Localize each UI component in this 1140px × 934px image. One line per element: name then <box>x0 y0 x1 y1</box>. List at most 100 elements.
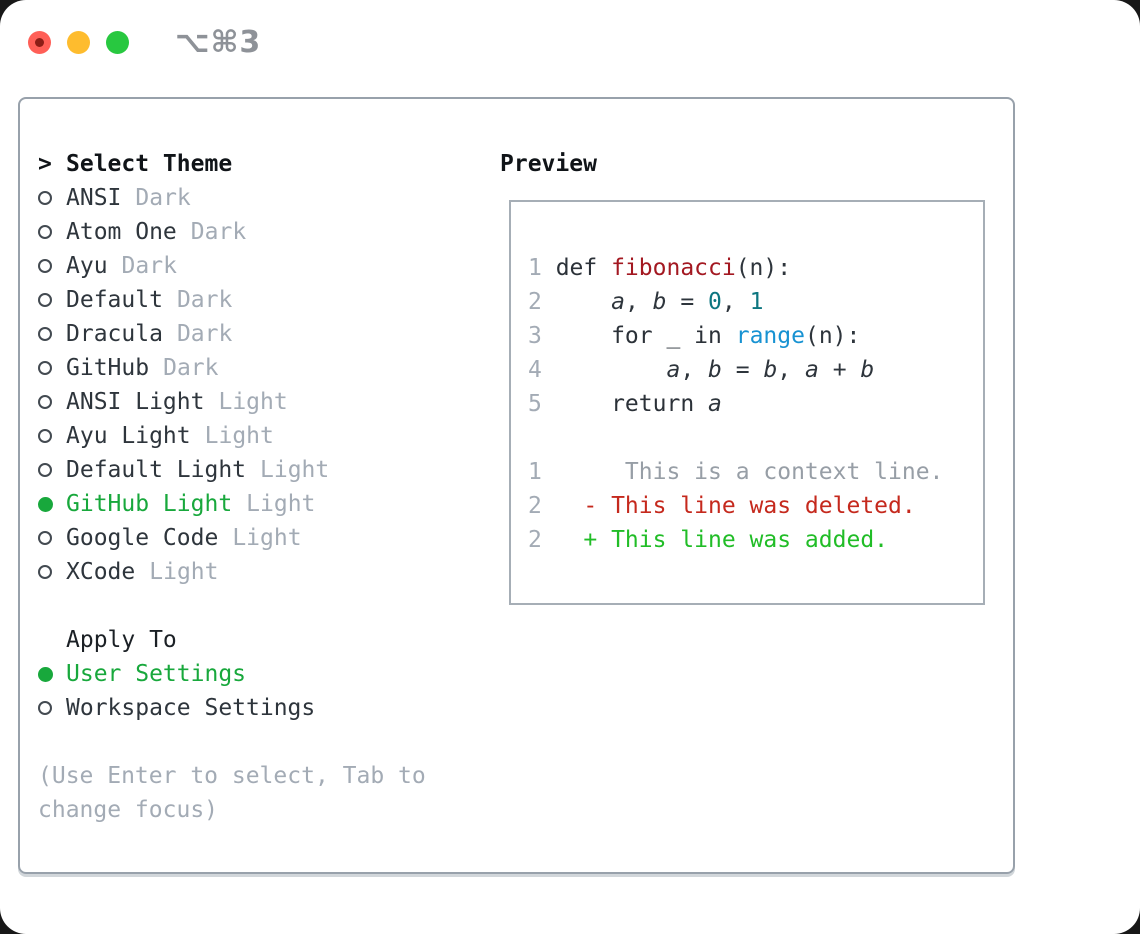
token-kw: def <box>555 255 612 281</box>
radio-icon <box>38 293 52 307</box>
token-var: a <box>611 289 625 315</box>
maximize-button[interactable] <box>106 31 129 54</box>
radio-cell <box>38 666 66 682</box>
theme-variant-label: Light <box>149 559 219 585</box>
radio-icon <box>38 191 52 205</box>
theme-name: Google Code <box>66 525 219 551</box>
theme-name: Default <box>66 287 163 313</box>
hint-line-1: (Use Enter to select, Tab to <box>38 763 426 789</box>
line-content: for _ in range(n): <box>556 323 861 349</box>
token-muted: This is a context line. <box>555 459 944 485</box>
line-number: 2 <box>528 493 542 519</box>
token-del: - This line was deleted. <box>555 493 916 519</box>
radio-cell <box>38 531 66 545</box>
token-kw: in <box>694 323 736 349</box>
code-line: 2 a, b = 0, 1 <box>528 285 983 319</box>
code-line: 2 - This line was deleted. <box>528 489 983 523</box>
cursor-prompt-icon: > <box>38 151 52 177</box>
theme-option-default[interactable]: Default Dark <box>38 283 500 317</box>
line-number: 3 <box>528 323 542 349</box>
line-number: 5 <box>528 391 542 417</box>
theme-option-atom-one[interactable]: Atom One Dark <box>38 215 500 249</box>
line-number: 2 <box>528 527 542 553</box>
radio-icon <box>38 531 52 545</box>
token-builtin: range <box>735 323 805 349</box>
line-number: 2 <box>528 289 542 315</box>
minimize-button[interactable] <box>67 31 90 54</box>
theme-variant-label: Dark <box>176 321 233 347</box>
radio-cell <box>38 463 66 477</box>
token-add: + This line was added. <box>555 527 889 553</box>
theme-name: Atom One <box>66 219 177 245</box>
token-plain: = <box>721 357 764 383</box>
theme-option-google-code[interactable]: Google Code Light <box>38 521 500 555</box>
apply-option-workspace-settings[interactable]: Workspace Settings <box>38 691 500 725</box>
preview-header: Preview <box>500 147 995 181</box>
theme-name: GitHub Light <box>66 491 233 517</box>
token-plain: , <box>777 357 805 383</box>
titlebar: ⌥⌘3 <box>28 25 261 60</box>
close-button[interactable] <box>28 31 51 54</box>
hint-text: (Use Enter to select, Tab to change focu… <box>38 759 500 827</box>
select-theme-header: > Select Theme <box>38 147 500 181</box>
token-plain: , <box>624 289 653 315</box>
code-line: 2 + This line was added. <box>528 523 983 557</box>
line-content: a, b = 0, 1 <box>556 289 763 315</box>
theme-name: XCode <box>66 559 136 585</box>
theme-name: ANSI <box>66 185 122 211</box>
token-plain: , <box>680 357 709 383</box>
token-plain: + <box>818 357 861 383</box>
line-number: 1 <box>528 459 542 485</box>
theme-name: Default Light <box>66 457 247 483</box>
line-content: + This line was added. <box>556 527 888 553</box>
theme-name: Ayu <box>66 253 108 279</box>
radio-selected-icon <box>38 496 53 512</box>
theme-option-xcode[interactable]: XCode Light <box>38 555 500 589</box>
theme-option-github-light[interactable]: GitHub Light Light <box>38 487 500 521</box>
theme-variant-label: Light <box>246 491 316 517</box>
select-theme-title: Select Theme <box>66 151 233 177</box>
token-var: b <box>708 357 722 383</box>
token-plain: = <box>666 289 709 315</box>
theme-variant-label: Dark <box>121 253 177 279</box>
spacer <box>38 725 500 759</box>
line-content: return a <box>556 391 722 417</box>
radio-icon <box>38 701 52 715</box>
theme-name: ANSI Light <box>66 389 205 415</box>
theme-variant-label: Light <box>232 525 302 551</box>
spacer <box>38 589 500 623</box>
radio-cell <box>38 225 66 239</box>
radio-icon <box>38 259 52 273</box>
token-plain: (n): <box>804 323 861 349</box>
radio-cell <box>38 191 66 205</box>
line-content: def fibonacci(n): <box>556 255 791 281</box>
token-kw: return <box>611 391 709 417</box>
theme-option-ayu[interactable]: Ayu Dark <box>38 249 500 283</box>
theme-variant-label: Dark <box>190 219 247 245</box>
radio-cell <box>38 361 66 375</box>
theme-variant-label: Dark <box>163 355 219 381</box>
radio-icon <box>38 463 52 477</box>
apply-option-user-settings[interactable]: User Settings <box>38 657 500 691</box>
token-var: a <box>666 357 681 383</box>
token-var: b <box>763 357 778 383</box>
token-func: fibonacci <box>611 255 736 281</box>
apply-to-header: Apply To <box>38 623 500 657</box>
line-content: a, b = b, a + b <box>556 357 874 383</box>
line-content: - This line was deleted. <box>555 493 916 519</box>
theme-variant-label: Dark <box>176 287 233 313</box>
radio-selected-icon <box>38 666 53 682</box>
